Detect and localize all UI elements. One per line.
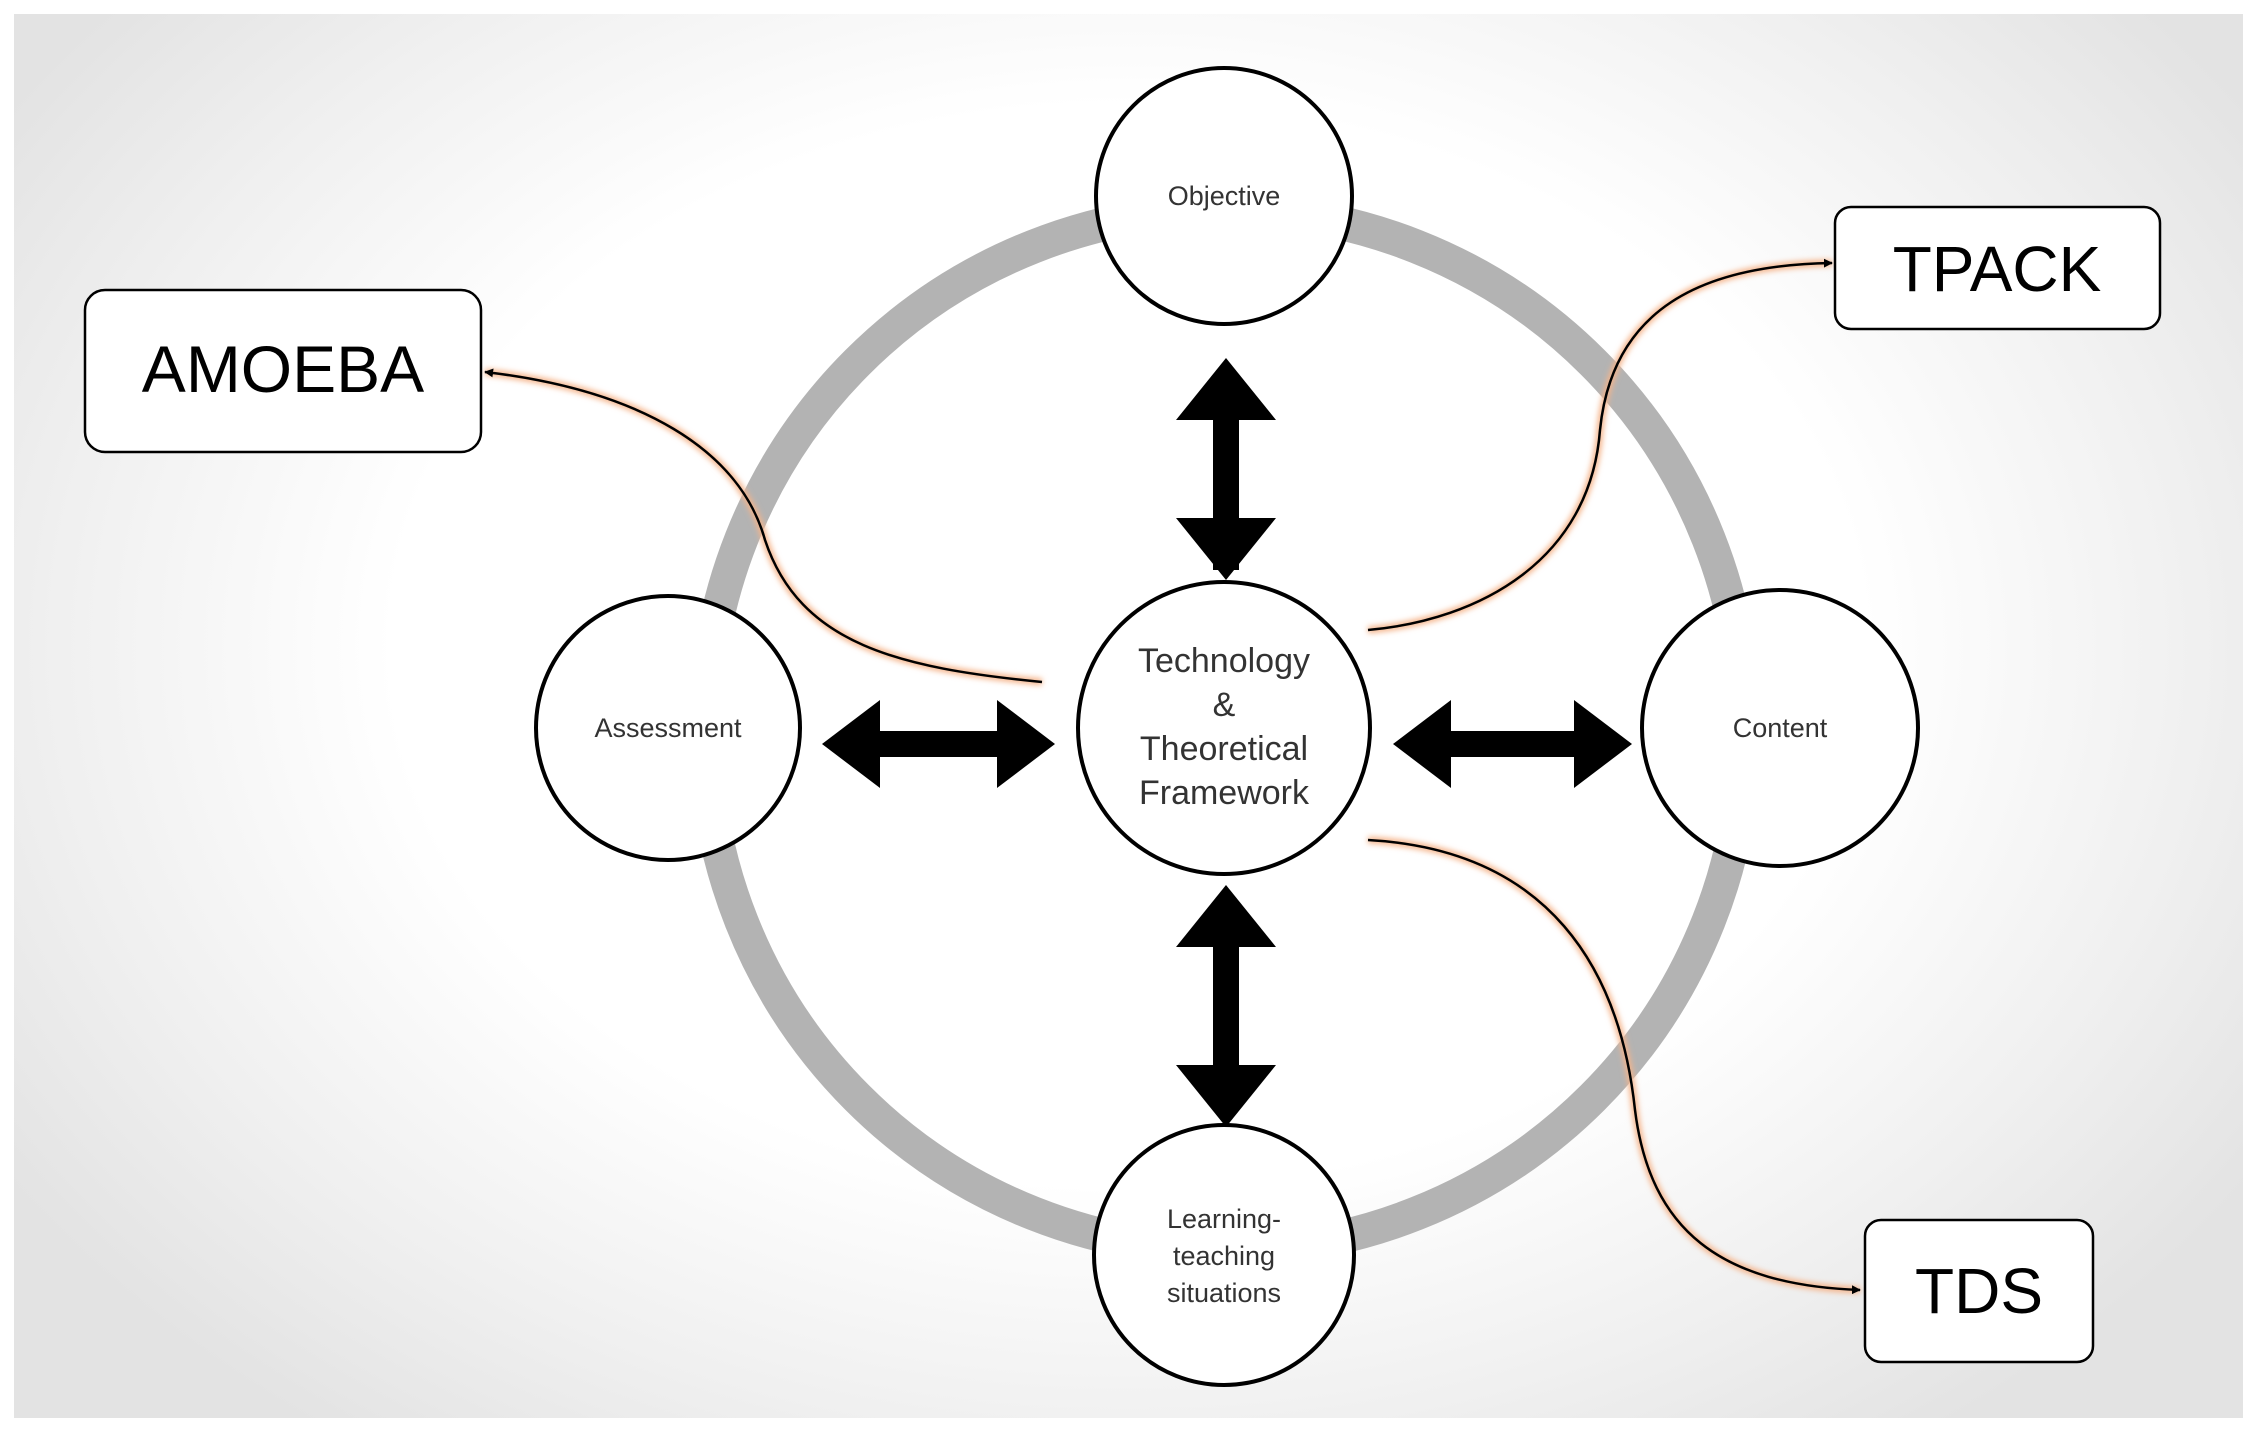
node-learning-label-line-2: teaching: [1173, 1241, 1275, 1271]
node-technology-theoretical-framework: Technology & Theoretical Framework: [1076, 580, 1372, 876]
center-label-line-4: Framework: [1139, 774, 1310, 812]
box-amoeba: AMOEBA: [83, 288, 483, 454]
node-assessment-label: Assessment: [594, 713, 742, 743]
curve-to-tds: [1367, 836, 1861, 1295]
curve-to-tpack: [1367, 258, 1833, 634]
node-objective-label: Objective: [1168, 181, 1281, 211]
node-assessment: Assessment: [534, 594, 802, 862]
node-learning-teaching-situations: Learning- teaching situations: [1092, 1123, 1356, 1387]
box-amoeba-label: AMOEBA: [142, 332, 424, 406]
curve-to-amoeba: [484, 368, 1043, 686]
arrow-center-top: [1176, 358, 1276, 580]
node-objective: Objective: [1094, 66, 1354, 326]
center-label-line-3: Theoretical: [1140, 730, 1308, 768]
box-tpack: TPACK: [1833, 205, 2162, 331]
arrow-center-left: [822, 700, 1055, 788]
node-content: Content: [1640, 588, 1920, 868]
center-label-line-1: Technology: [1138, 642, 1310, 680]
box-tds: TDS: [1863, 1218, 2095, 1364]
box-tpack-label: TPACK: [1893, 233, 2102, 305]
arrow-center-right: [1393, 700, 1632, 788]
node-learning-label-line-3: situations: [1167, 1278, 1281, 1308]
node-content-label: Content: [1733, 713, 1828, 743]
node-learning-label-line-1: Learning-: [1167, 1204, 1281, 1234]
center-label-line-2: &: [1213, 686, 1236, 724]
arrow-center-bottom: [1176, 885, 1276, 1127]
box-tds-label: TDS: [1915, 1255, 2043, 1327]
